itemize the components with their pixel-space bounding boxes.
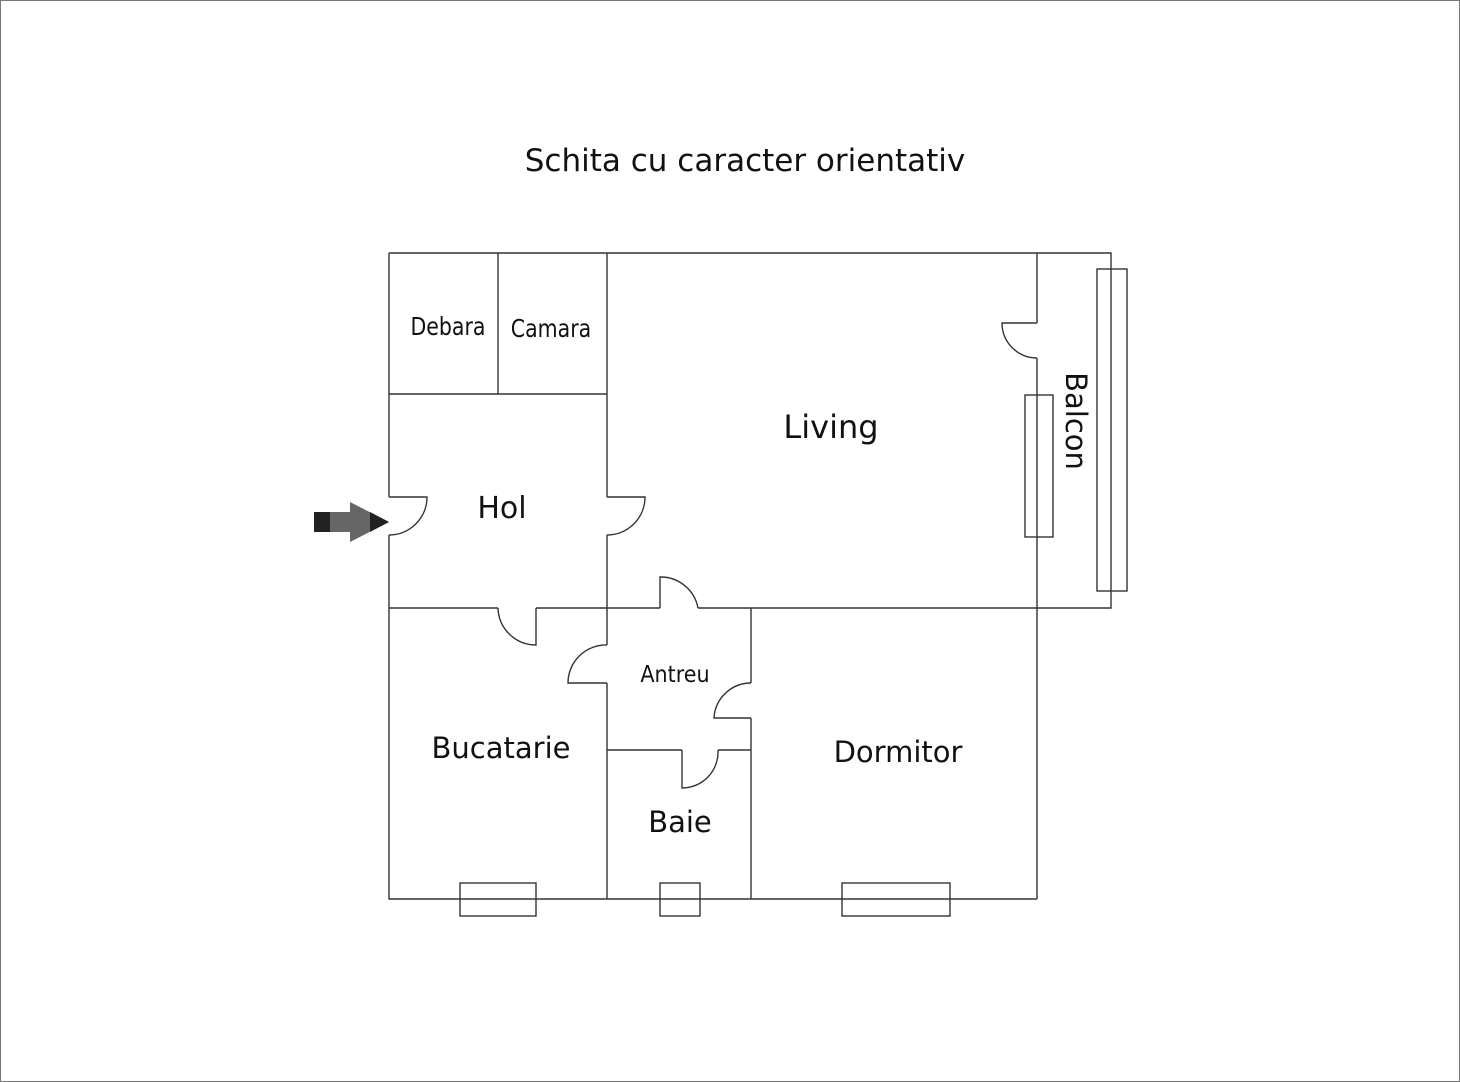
- windows: [459, 268, 1128, 917]
- baie-door: [681, 749, 719, 789]
- doors: [388, 322, 1038, 789]
- room-label-living: Living: [783, 408, 878, 446]
- room-label-antreu: Antreu: [640, 662, 709, 688]
- room-label-hol: Hol: [477, 491, 526, 526]
- room-label-camara: Camara: [511, 315, 591, 343]
- room-label-dormitor: Dormitor: [834, 735, 963, 769]
- antreu-bucatarie-door: [567, 644, 608, 684]
- antreu-dormitor-door: [713, 682, 752, 719]
- room-label-bucatarie: Bucatarie: [432, 731, 571, 765]
- balcony-door: [1001, 322, 1038, 359]
- room-label-debara: Debara: [411, 313, 486, 341]
- entrance-arrow-icon: [314, 502, 389, 542]
- plan-title: Schita cu caracter orientativ: [524, 143, 966, 179]
- walls: [388, 252, 1112, 900]
- room-label-baie: Baie: [648, 805, 712, 839]
- entrance-door: [388, 496, 428, 536]
- antreu-living-door: [659, 576, 699, 609]
- hol-living-door: [606, 496, 646, 536]
- bucatarie-door: [497, 607, 537, 646]
- room-label-balcon: Balcon: [1059, 372, 1093, 470]
